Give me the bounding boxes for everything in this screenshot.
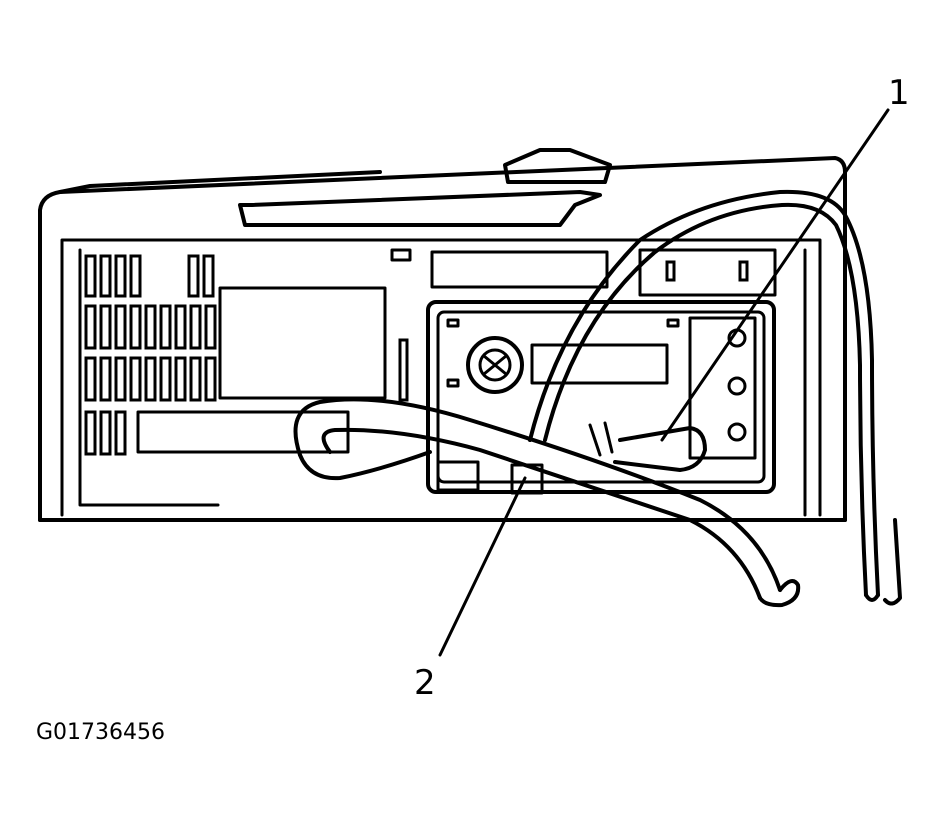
- figure-id: G01736456: [36, 720, 166, 745]
- leader-line-2: [438, 476, 527, 657]
- leader-lines: [438, 108, 890, 657]
- leader-line-1: [660, 108, 890, 442]
- label-panels: [136, 248, 777, 454]
- callout-label-1: 1: [888, 73, 910, 113]
- radio-housing: [38, 156, 847, 522]
- connector-panel: [426, 300, 776, 494]
- wiring-harness: [293, 397, 801, 608]
- top-mounting-tab: [238, 148, 612, 227]
- callout-label-2: 2: [414, 663, 436, 703]
- vent-slots: [84, 254, 217, 456]
